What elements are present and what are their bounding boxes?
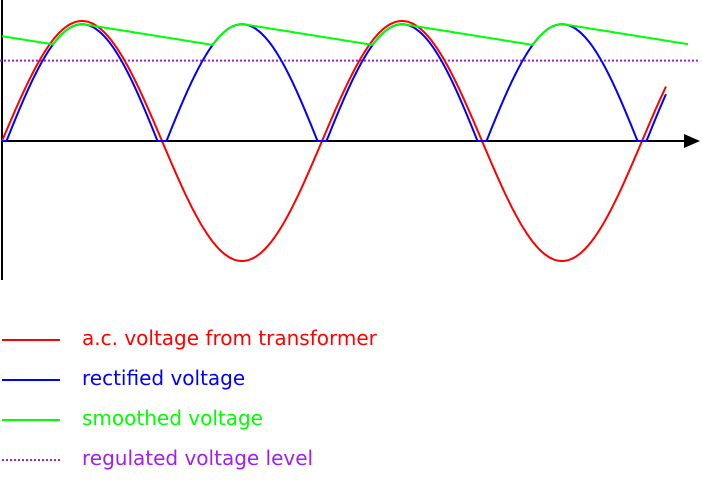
waveform-plot xyxy=(0,0,700,280)
legend-label-regulated: regulated voltage level xyxy=(82,446,314,470)
rectified-voltage-curve xyxy=(2,23,667,142)
legend-label-smoothed: smoothed voltage xyxy=(82,406,263,430)
ac-voltage-curve xyxy=(1,20,667,262)
legend-label-ac: a.c. voltage from transformer xyxy=(82,326,377,350)
x-axis-arrow xyxy=(684,134,700,148)
legend-label-rectified: rectified voltage xyxy=(82,366,246,390)
smoothed-voltage-curve xyxy=(1,23,689,46)
